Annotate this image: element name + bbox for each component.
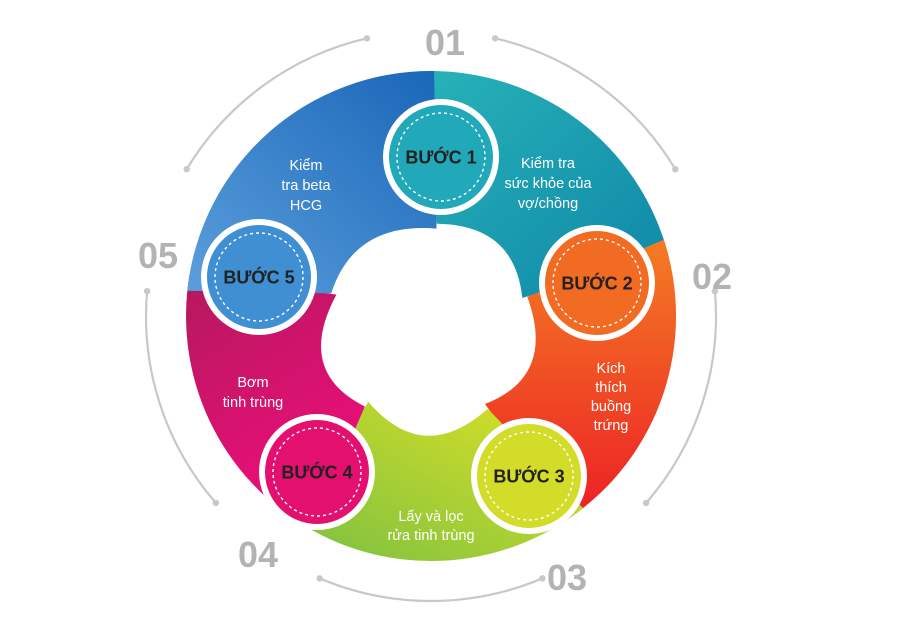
step-circle-fill: [207, 225, 311, 329]
outer-ring-dot: [711, 288, 719, 295]
step-description-1: Kiểm tra sức khỏe của vợ/chồng: [504, 156, 592, 212]
step-description-line: thích: [595, 380, 626, 396]
step-description-3: Lấy và lọc rửa tinh trùng: [387, 509, 474, 544]
step-circle-dashed-ring: [552, 238, 642, 328]
outer-ring-arc: [494, 37, 677, 170]
outer-ring-arc: [144, 291, 217, 504]
step-title: BƯỚC 4: [281, 462, 352, 483]
outer-ring-dot: [642, 499, 650, 507]
outer-ring-arc: [319, 577, 543, 602]
step-description-line: buồng: [591, 399, 631, 415]
outer-ring-arc: [645, 291, 718, 504]
step-circles: BƯỚC 1 BƯỚC 2 BƯỚC 3 BƯỚC 4 BƯỚC 5: [201, 99, 655, 534]
ring-segments: [186, 70, 677, 562]
outer-ring-dot: [491, 35, 499, 42]
step-number-1: 01: [425, 22, 465, 63]
step-circle-dashed-ring: [396, 112, 486, 202]
step-description-line: tra beta: [281, 178, 331, 194]
outer-ring: [143, 35, 719, 602]
step-description-2: Kích thích buồng trứng: [591, 361, 631, 434]
step-circle-dashed-ring: [484, 431, 574, 521]
step-circle-2: BƯỚC 2: [539, 225, 655, 341]
outer-ring-dot: [672, 166, 679, 173]
step-circle-5: BƯỚC 5: [201, 219, 317, 335]
step-number-5: 05: [138, 235, 178, 276]
step-circle-4: BƯỚC 4: [259, 414, 375, 530]
outer-ring-dot: [539, 575, 546, 582]
outer-ring-dot: [363, 35, 371, 42]
step-circle-1: BƯỚC 1: [383, 99, 499, 215]
step-title: BƯỚC 1: [405, 147, 476, 168]
outer-ring-dot: [316, 575, 323, 582]
outer-ring-dot: [212, 499, 220, 507]
step-description-line: Bơm: [237, 375, 268, 391]
step-description-line: vợ/chồng: [518, 196, 578, 212]
step-numbers: 01 02 03 04 05: [138, 22, 732, 598]
step-circle-dashed-ring: [214, 232, 304, 322]
step-description-line: Lấy và lọc: [398, 509, 463, 525]
step-title: BƯỚC 5: [223, 267, 294, 288]
step-number-3: 03: [547, 557, 587, 598]
step-circle-fill: [477, 424, 581, 528]
step-description-line: trứng: [594, 418, 629, 434]
step-circle-3: BƯỚC 3: [471, 418, 587, 534]
step-circle-fill: [545, 231, 649, 335]
step-description-line: sức khỏe của: [504, 176, 592, 192]
step-description-line: Kiểm tra: [521, 156, 576, 172]
outer-ring-dot: [143, 288, 151, 295]
step-title: BƯỚC 2: [561, 273, 632, 294]
step-circle-dashed-ring: [272, 427, 362, 517]
step-circle-fill: [265, 420, 369, 524]
step-description-line: rửa tinh trùng: [387, 528, 474, 544]
step-description-line: HCG: [290, 198, 322, 214]
step-number-2: 02: [692, 256, 732, 297]
outer-ring-dot: [183, 166, 190, 173]
step-title: BƯỚC 3: [493, 466, 564, 487]
outer-ring-arc: [185, 37, 368, 170]
step-description-line: Kiểm: [289, 158, 322, 174]
step-circle-fill: [389, 105, 493, 209]
step-description-line: tinh trùng: [223, 395, 283, 411]
step-description-4: Bơm tinh trùng: [223, 375, 283, 411]
step-description-line: Kích: [596, 361, 625, 377]
step-number-4: 04: [238, 534, 278, 575]
